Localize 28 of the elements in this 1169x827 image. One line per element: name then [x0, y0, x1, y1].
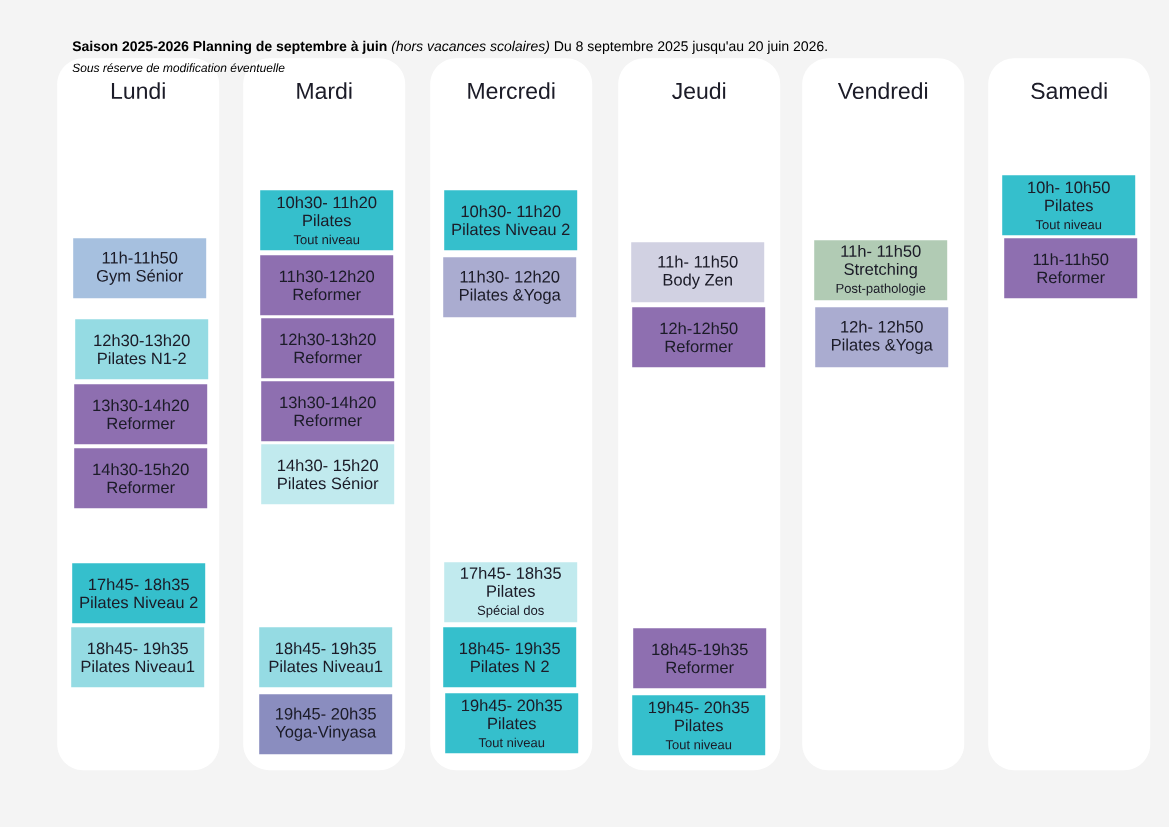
- class-box: 12h30-13h20 Reformer: [261, 318, 395, 379]
- class-box: 12h30-13h20 Pilates N1-2: [75, 319, 209, 380]
- class-box: 11h-11h50 Gym Sénior: [73, 238, 207, 299]
- title: Saison 2025-2026 Planning de septembre à juin (hors vacances scolaires) Du 8 septembre 2025 jusqu'au 20 juin 2026.: [72, 40, 827, 54]
- note: Sous réserve de modification éventuelle: [72, 63, 285, 73]
- class-box: 14h30- 15h20 Pilates Sénior: [261, 444, 395, 505]
- class-box: 11h30- 12h20 Pilates &Yoga: [443, 257, 577, 318]
- class-box: 13h30-14h20 Reformer: [74, 384, 208, 445]
- class-box: 10h30- 11h20 Pilates Niveau 2: [444, 190, 578, 251]
- class-box: 11h- 11h50 Body Zen: [631, 242, 765, 303]
- class-box: 18h45-19h35 Reformer: [633, 628, 767, 689]
- class-box: 19h45- 20h35 Yoga-Vinyasa: [259, 694, 393, 755]
- class-box: 10h- 10h50 Pilates Tout niveau: [1002, 175, 1136, 236]
- class-box: 17h45- 18h35 Pilates Spécial dos: [444, 562, 578, 623]
- class-box: 19h45- 20h35 Pilates Tout niveau: [632, 695, 766, 756]
- class-box: 10h30- 11h20 Pilates Tout niveau: [260, 190, 394, 251]
- class-box: 11h-11h50 Reformer: [1004, 238, 1138, 299]
- class-box: 12h- 12h50 Pilates &Yoga: [815, 307, 949, 368]
- class-box: 12h-12h50 Reformer: [632, 307, 766, 368]
- class-box: 18h45- 19h35 Pilates Niveau1: [259, 627, 393, 688]
- class-box: 19h45- 20h35 Pilates Tout niveau: [445, 693, 579, 754]
- class-box: 18h45- 19h35 Pilates Niveau1: [71, 627, 205, 688]
- class-box: 14h30-15h20 Reformer: [74, 448, 208, 509]
- class-box: 17h45- 18h35 Pilates Niveau 2: [72, 563, 206, 624]
- class-box: 11h30-12h20 Reformer: [260, 255, 394, 316]
- class-box: 18h45- 19h35 Pilates N 2: [443, 627, 577, 688]
- class-box: 13h30-14h20 Reformer: [261, 381, 395, 442]
- class-box: 11h- 11h50 Stretching Post-pathologie: [814, 240, 948, 301]
